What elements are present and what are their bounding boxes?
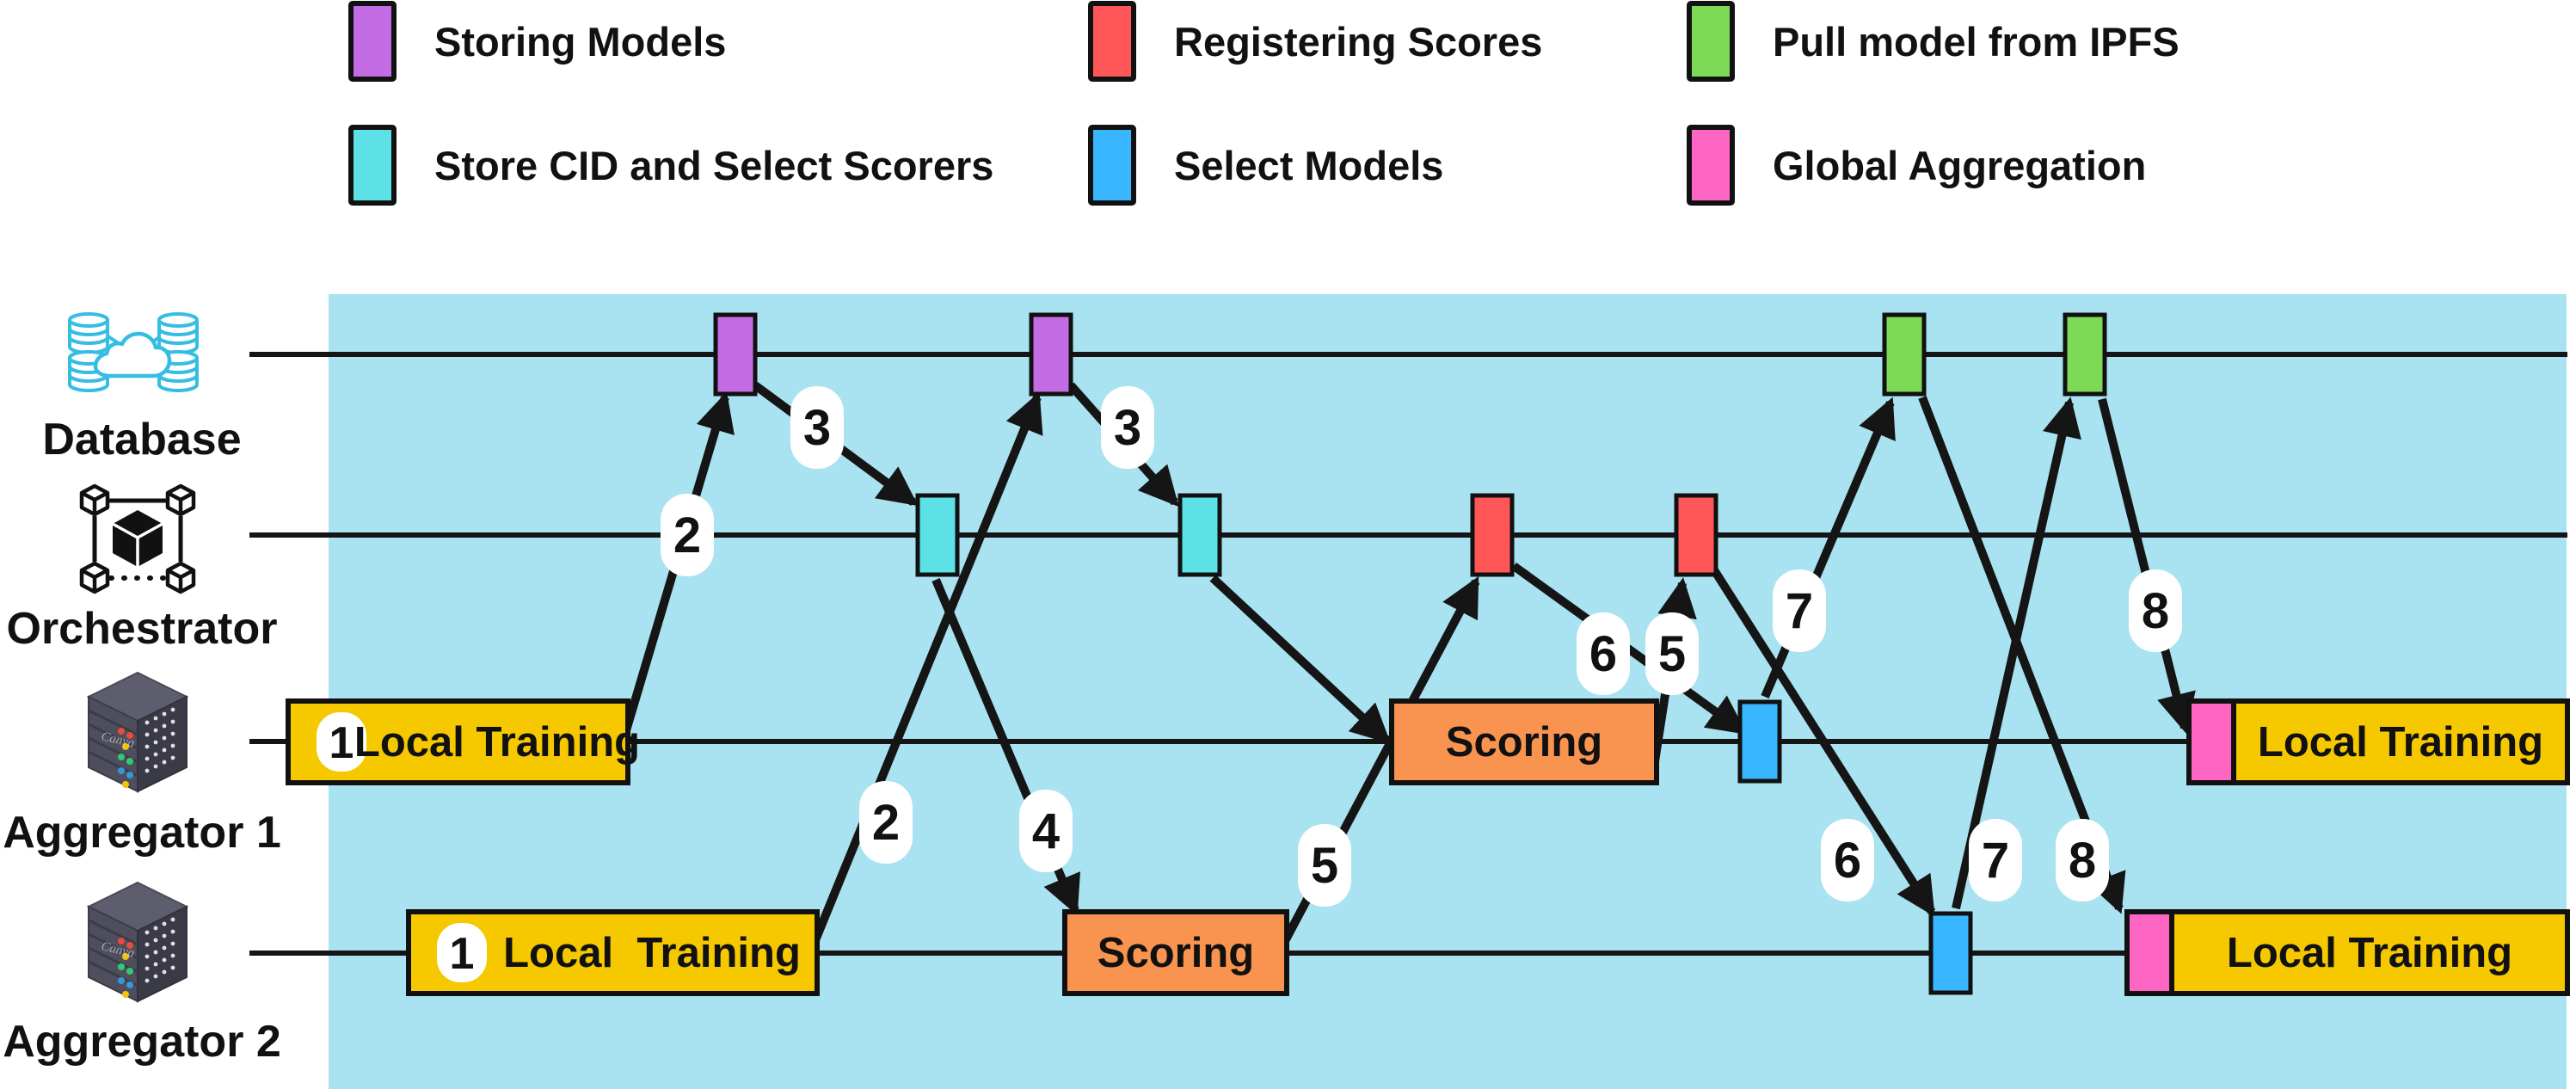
legend-label-store-cid: Store CID and Select Scorers bbox=[434, 143, 993, 188]
agg1-local-training-end-rect bbox=[2231, 698, 2570, 785]
select-models-mark-agg2 bbox=[1928, 911, 1973, 995]
orchestrator-blockchain-icon bbox=[82, 486, 194, 592]
svg-text:2: 2 bbox=[673, 508, 701, 563]
actor-label-orchestrator: Orchestrator bbox=[7, 604, 278, 654]
agg2-scoring-rect bbox=[1062, 909, 1289, 996]
step-bubble-7b: 7 bbox=[1969, 819, 2022, 901]
legend-swatch-pull-model-from-ipfs bbox=[1687, 1, 1735, 82]
agg1-local-training-start-label: Local Training bbox=[354, 719, 640, 766]
pull-model-mark-2 bbox=[2063, 312, 2107, 397]
agg1-step1-badge bbox=[317, 712, 366, 772]
step-bubble-2a: 2 bbox=[661, 494, 714, 576]
step-bubble-3a: 3 bbox=[790, 386, 844, 469]
step-bubble-6a: 6 bbox=[1577, 612, 1630, 695]
agg2-global-aggregation-mark bbox=[2124, 909, 2174, 996]
step-bubble-3b: 3 bbox=[1101, 386, 1154, 469]
step-bubble-5b: 5 bbox=[1645, 612, 1699, 695]
svg-text:5: 5 bbox=[1311, 838, 1338, 894]
svg-text:7: 7 bbox=[1786, 583, 1813, 639]
svg-text:2: 2 bbox=[872, 795, 900, 851]
step-bubble-4: 4 bbox=[1019, 790, 1073, 872]
step-bubble-2b: 2 bbox=[859, 781, 913, 864]
agg1-local-training-end-label: Local Training bbox=[2258, 719, 2543, 766]
legend-swatch-registering-scores bbox=[1088, 1, 1136, 82]
actor-orchestrator: Orchestrator bbox=[7, 486, 278, 654]
actor-database: Database bbox=[42, 312, 242, 465]
legend-swatch-global-aggregation bbox=[1687, 125, 1735, 206]
svg-text:7: 7 bbox=[1982, 833, 2009, 889]
server-icon-aggregator2 bbox=[87, 881, 188, 1003]
step-bubbles: 2 3 2 3 4 5 5 6 bbox=[661, 386, 2182, 907]
store-cid-mark-1 bbox=[915, 493, 960, 577]
agg2-local-training-start-box: 1 Local Training bbox=[406, 909, 820, 996]
registering-scores-mark-1 bbox=[1470, 493, 1515, 577]
agg1-global-aggregation-mark bbox=[2186, 698, 2236, 785]
legend-label-registering-scores: Registering Scores bbox=[1174, 19, 1542, 65]
step-bubble-6b: 6 bbox=[1821, 819, 1874, 901]
svg-text:5: 5 bbox=[1658, 626, 1686, 682]
legend-swatch-store-cid bbox=[348, 125, 397, 206]
agg1-scoring-box: Scoring bbox=[1389, 698, 1659, 785]
agg2-scoring-label: Scoring bbox=[1097, 930, 1254, 976]
storing-models-mark-2 bbox=[1029, 312, 1073, 397]
svg-text:6: 6 bbox=[1834, 833, 1861, 889]
arrow-2-agg2-to-database bbox=[809, 391, 1043, 946]
step-bubble-8a: 8 bbox=[2056, 819, 2109, 901]
legend-label-storing-models: Storing Models bbox=[434, 19, 726, 65]
select-models-mark-agg1 bbox=[1737, 699, 1782, 784]
svg-text:3: 3 bbox=[803, 400, 831, 456]
arrow-8-ipfs-to-agg1 bbox=[2098, 397, 2196, 734]
arrow-7-agg2-to-ipfs bbox=[1952, 397, 2081, 910]
agg1-local-training-start-box: 1 Local Training bbox=[286, 698, 640, 785]
legend-label-global-aggregation: Global Aggregation bbox=[1773, 143, 2146, 188]
agg1-scoring-rect bbox=[1389, 698, 1659, 785]
legend-swatch-select-models bbox=[1088, 125, 1136, 206]
svg-text:3: 3 bbox=[1114, 400, 1141, 456]
arrow-6-orchestrator-to-agg2-select bbox=[1707, 563, 1936, 917]
step-bubble-5a: 5 bbox=[1298, 824, 1351, 907]
database-cloud-icon bbox=[68, 312, 199, 392]
svg-text:6: 6 bbox=[1589, 626, 1617, 682]
registering-scores-mark-2 bbox=[1674, 493, 1718, 577]
pull-model-mark-1 bbox=[1882, 312, 1927, 397]
step-bubble-8b: 8 bbox=[2129, 569, 2182, 652]
agg2-scoring-box: Scoring bbox=[1062, 909, 1289, 996]
legend-label-select-models: Select Models bbox=[1174, 143, 1443, 188]
agg2-step1-badge bbox=[437, 923, 487, 982]
actor-label-aggregator2: Aggregator 2 bbox=[3, 1017, 281, 1067]
store-cid-mark-2 bbox=[1177, 493, 1222, 577]
svg-text:8: 8 bbox=[2069, 833, 2096, 889]
step-bubble-7a: 7 bbox=[1773, 569, 1826, 652]
agg2-local-training-start-label: Local Training bbox=[503, 930, 801, 976]
agg2-local-training-end-rect bbox=[2169, 909, 2570, 996]
actor-label-aggregator1: Aggregator 1 bbox=[3, 808, 281, 858]
actor-aggregator1: Aggregator 1 bbox=[3, 671, 281, 858]
server-icon-aggregator1 bbox=[87, 671, 188, 793]
activation-marks bbox=[713, 312, 2107, 995]
legend: Storing Models Registering Scores Pull m… bbox=[348, 1, 2179, 206]
legend-swatch-storing-models bbox=[348, 1, 397, 82]
agg2-global-aggregation-and-local-training-box: Local Training bbox=[2124, 909, 2570, 996]
actor-label-database: Database bbox=[42, 415, 241, 465]
agg1-scoring-label: Scoring bbox=[1446, 719, 1602, 766]
agg2-step1-badge-number: 1 bbox=[450, 929, 475, 979]
storing-models-mark-1 bbox=[713, 312, 758, 397]
svg-text:8: 8 bbox=[2142, 583, 2169, 639]
legend-label-pull-model-from-ipfs: Pull model from IPFS bbox=[1773, 19, 2179, 65]
agg1-step1-badge-number: 1 bbox=[329, 718, 354, 768]
agg2-local-training-end-label: Local Training bbox=[2227, 930, 2512, 976]
actor-aggregator2: Aggregator 2 bbox=[3, 881, 281, 1067]
agg1-global-aggregation-and-local-training-box: Local Training bbox=[2186, 698, 2570, 785]
svg-text:4: 4 bbox=[1032, 803, 1060, 859]
arrow-orchestrator-to-agg1-scoring bbox=[1209, 575, 1392, 744]
